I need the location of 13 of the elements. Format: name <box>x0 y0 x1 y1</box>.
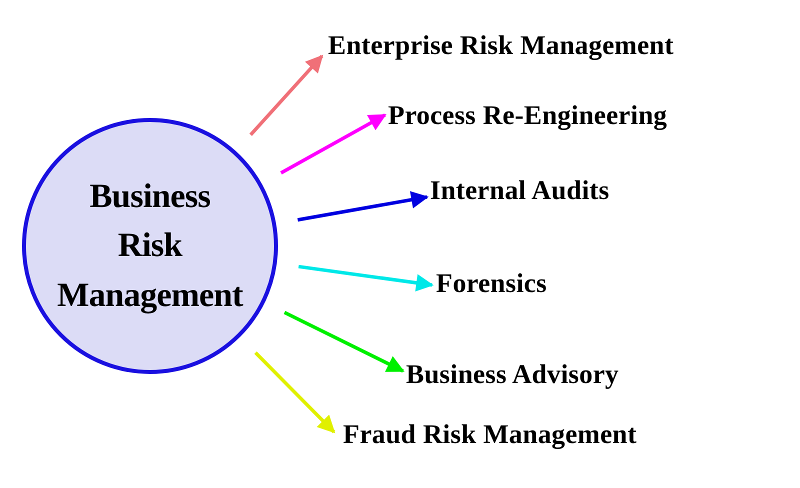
item-label: Forensics <box>436 268 547 299</box>
arrow <box>254 351 336 434</box>
arrow <box>297 191 429 222</box>
item-label: Business Advisory <box>406 359 619 390</box>
item-label: Fraud Risk Management <box>343 419 637 450</box>
item-label: Enterprise Risk Management <box>328 30 674 61</box>
arrow <box>298 264 434 292</box>
node-label: Business Risk Management <box>56 177 244 316</box>
arrow <box>284 310 405 373</box>
item-label: Process Re-Engineering <box>388 100 668 131</box>
arrow <box>249 54 324 136</box>
arrow <box>280 113 387 174</box>
item-label: Internal Audits <box>430 175 610 206</box>
